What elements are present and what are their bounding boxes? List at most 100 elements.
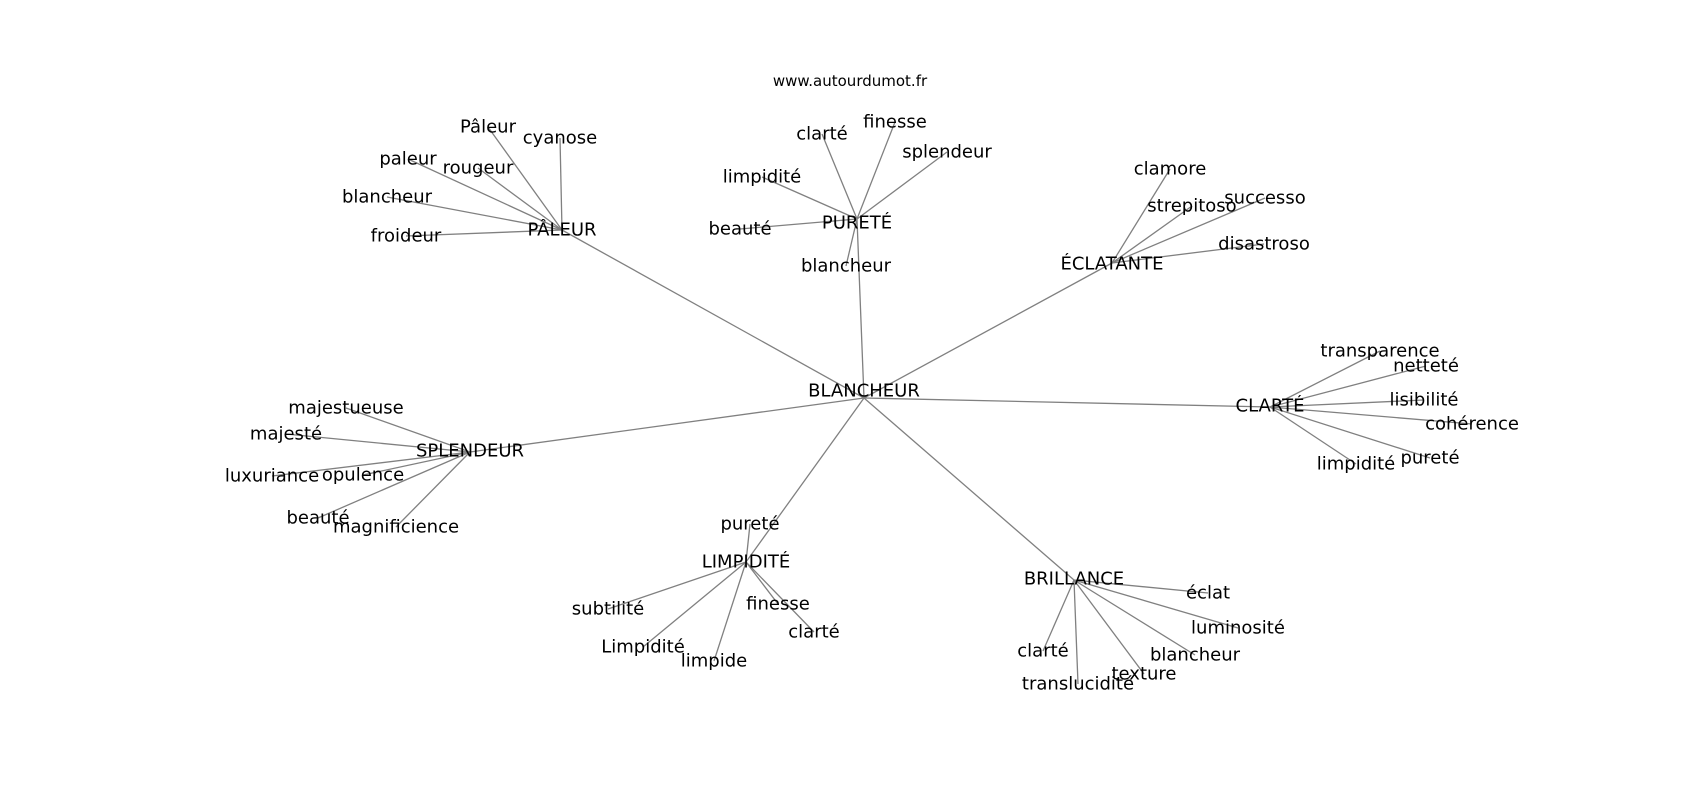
word-node[interactable]: clamore	[1134, 159, 1207, 180]
edge-cluster-to-word	[1111, 205, 1193, 264]
word-node[interactable]: blancheur	[342, 187, 433, 208]
site-url: www.autourdumot.fr	[772, 72, 928, 90]
word-node[interactable]: majestueuse	[288, 398, 403, 419]
edge-hub-to-cluster	[561, 229, 865, 399]
edge-cluster-to-word	[1073, 579, 1145, 675]
word-node[interactable]: beauté	[708, 219, 771, 240]
edge-cluster-to-word	[821, 133, 858, 220]
label-layer: BLANCHEUR PÂLEUR Pâleur cyanose paleur rougeu…	[225, 112, 1519, 695]
edge-cluster-to-word	[317, 451, 471, 519]
word-node[interactable]: Limpidité	[601, 637, 685, 658]
word-node[interactable]: beauté	[286, 508, 349, 529]
edge-cluster-to-word	[745, 523, 751, 563]
word-node[interactable]: finesse	[863, 112, 927, 133]
edge-cluster-to-word	[395, 451, 471, 528]
edge-cluster-to-word	[713, 561, 747, 662]
word-node[interactable]: lisibilité	[1390, 390, 1459, 411]
word-node[interactable]: clarté	[796, 124, 847, 145]
edge-cluster-to-word	[1269, 406, 1431, 459]
edge-cluster-to-word	[285, 433, 471, 453]
edge-cluster-to-word	[856, 151, 948, 220]
edge-hub-to-cluster	[863, 397, 1271, 408]
edge-cluster-to-word	[1111, 243, 1265, 264]
word-node[interactable]: luxuriance	[225, 466, 319, 487]
edge-cluster-to-word	[845, 218, 858, 267]
cluster-node[interactable]: BRILLANCE	[1024, 569, 1124, 590]
edge-cluster-to-word	[1111, 168, 1171, 264]
edge-cluster-to-word	[487, 126, 563, 231]
edge-cluster-to-word	[607, 561, 747, 610]
word-node[interactable]: successo	[1224, 188, 1305, 209]
edge-cluster-to-word	[1269, 406, 1473, 425]
word-node[interactable]: netteté	[1393, 356, 1459, 377]
edge-cluster-to-word	[477, 167, 563, 231]
edge-cluster-to-word	[386, 196, 563, 231]
edge-hub-to-cluster	[469, 397, 865, 453]
word-node[interactable]: limpidité	[1317, 454, 1396, 475]
word-node[interactable]: blancheur	[1150, 645, 1241, 666]
cluster-node[interactable]: LIMPIDITÉ	[702, 551, 791, 573]
word-node[interactable]: cohérence	[1425, 414, 1519, 435]
word-node[interactable]: luminosité	[1191, 618, 1285, 639]
word-node[interactable]: pureté	[1400, 448, 1459, 469]
word-node[interactable]: clarté	[1017, 641, 1068, 662]
word-node[interactable]: pureté	[720, 514, 779, 535]
word-node[interactable]: translucidité	[1022, 674, 1134, 695]
word-node[interactable]: opulence	[322, 465, 404, 486]
word-node[interactable]: transparence	[1320, 341, 1439, 362]
edge-cluster-to-word	[642, 561, 747, 648]
word-node[interactable]: majesté	[250, 424, 322, 445]
edge-cluster-to-word	[1269, 399, 1425, 408]
edge-cluster-to-word	[345, 407, 471, 453]
word-node[interactable]: disastroso	[1218, 234, 1310, 255]
word-node[interactable]: finesse	[746, 594, 810, 615]
word-node[interactable]: blancheur	[801, 256, 892, 277]
word-node[interactable]: splendeur	[902, 142, 992, 163]
cluster-node[interactable]: CLARTÉ	[1236, 395, 1305, 417]
edge-cluster-to-word	[1269, 365, 1427, 408]
edge-cluster-to-word	[1042, 579, 1075, 652]
edge-hub-to-cluster	[863, 397, 1075, 581]
edge-cluster-to-word	[761, 176, 858, 220]
word-node[interactable]: magnificience	[333, 517, 459, 538]
edge-hub-to-cluster	[863, 262, 1113, 399]
word-node[interactable]: subtilité	[572, 599, 644, 620]
cluster-node[interactable]: SPLENDEUR	[416, 441, 524, 462]
word-node[interactable]: cyanose	[523, 128, 597, 149]
edge-cluster-to-word	[1073, 579, 1196, 656]
edge-cluster-to-word	[1269, 406, 1357, 465]
center-word-node[interactable]: BLANCHEUR	[808, 381, 920, 402]
word-node[interactable]: strepitoso	[1147, 196, 1236, 217]
edge-cluster-to-word	[1073, 579, 1239, 629]
word-node[interactable]: limpide	[681, 651, 747, 672]
word-node[interactable]: Pâleur	[460, 117, 517, 138]
edge-cluster-to-word	[271, 451, 471, 477]
edge-cluster-to-word	[1111, 197, 1266, 264]
edge-cluster-to-word	[1073, 579, 1209, 594]
word-node[interactable]: froideur	[371, 226, 442, 247]
edge-cluster-to-word	[745, 561, 779, 605]
edge-cluster-to-word	[739, 218, 858, 230]
edge-layer	[271, 121, 1473, 685]
edge-cluster-to-word	[856, 121, 896, 220]
word-node[interactable]: clarté	[788, 622, 839, 643]
edge-hub-to-cluster	[856, 218, 865, 399]
edge-cluster-to-word	[745, 561, 815, 633]
edge-cluster-to-word	[407, 158, 563, 231]
word-node[interactable]: texture	[1111, 664, 1176, 685]
word-node[interactable]: éclat	[1186, 583, 1230, 604]
cluster-node[interactable]: PÂLEUR	[527, 219, 596, 241]
cluster-node[interactable]: PURETÉ	[822, 212, 892, 234]
edge-cluster-to-word	[1269, 350, 1381, 408]
edge-cluster-to-word	[1073, 579, 1079, 685]
word-node[interactable]: limpidité	[723, 167, 802, 188]
word-node[interactable]: paleur	[379, 149, 437, 170]
edge-cluster-to-word	[559, 137, 563, 231]
edge-hub-to-cluster	[745, 397, 865, 563]
cluster-node[interactable]: ÉCLATANTE	[1060, 253, 1163, 275]
edge-cluster-to-word	[405, 229, 563, 237]
word-node[interactable]: rougeur	[443, 158, 514, 179]
edge-cluster-to-word	[362, 451, 471, 476]
